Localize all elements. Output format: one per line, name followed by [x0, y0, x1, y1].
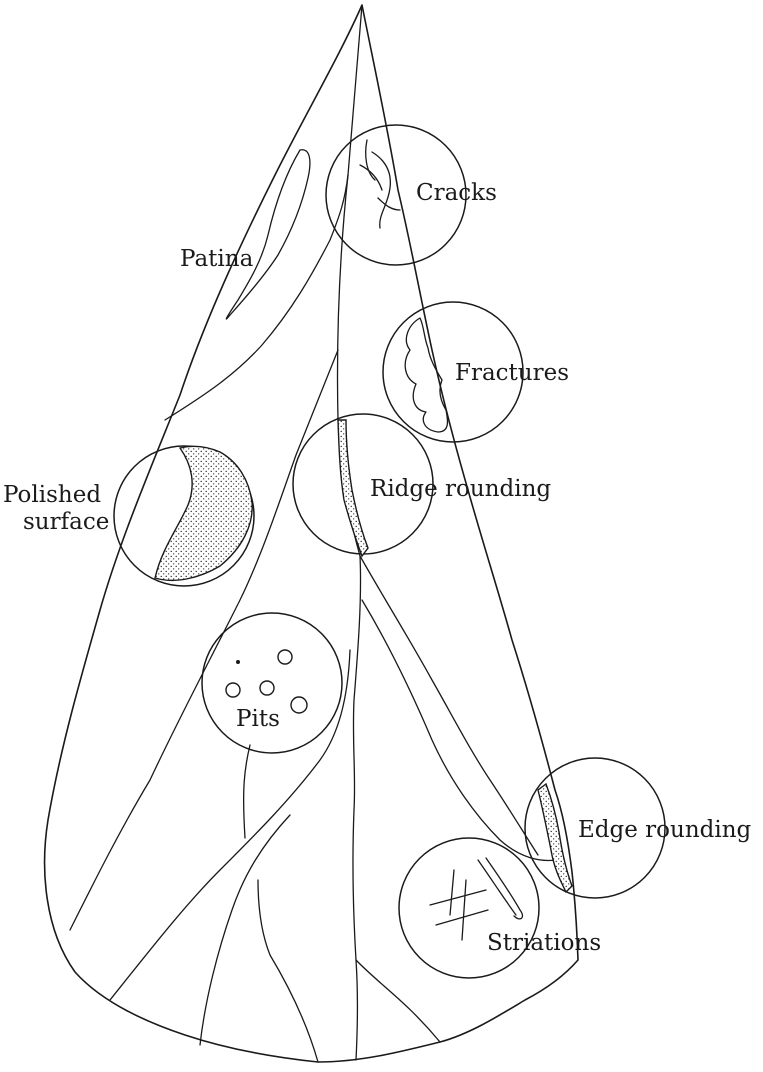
- striation-5: [478, 860, 516, 915]
- label-ridge-rounding: Ridge rounding: [370, 476, 551, 502]
- striation-6: [486, 858, 522, 919]
- flake-scar-bottom-1: [200, 815, 290, 1045]
- flake-scar-bottom-2: [258, 880, 318, 1062]
- striation-4: [462, 880, 466, 940]
- pit-4: [291, 697, 307, 713]
- label-cracks: Cracks: [416, 180, 497, 206]
- flake-scar-bottom-3: [244, 745, 250, 838]
- flake-scar-right-1: [360, 556, 538, 855]
- flake-scar-right-bottom: [356, 960, 440, 1042]
- striations-lens: [399, 838, 539, 978]
- label-striations: Striations: [487, 930, 601, 956]
- pit-3: [260, 681, 274, 695]
- fracture-notches: [405, 318, 447, 432]
- striation-1: [430, 890, 486, 905]
- crack-line-3: [360, 165, 382, 190]
- label-edge-rounding: Edge rounding: [578, 817, 752, 843]
- pit-1: [278, 650, 292, 664]
- label-polished-surface-line2: surface: [23, 509, 109, 535]
- striation-3: [450, 870, 454, 915]
- pit-5: [236, 660, 240, 664]
- crack-line-4: [378, 198, 400, 210]
- label-pits: Pits: [236, 706, 280, 732]
- striation-2: [436, 910, 488, 925]
- pit-2: [226, 683, 240, 697]
- crack-line-1: [366, 140, 375, 180]
- label-polished-surface-line1: Polished: [3, 482, 101, 508]
- label-patina: Patina: [180, 246, 254, 272]
- label-fractures: Fractures: [455, 360, 569, 386]
- flake-scar-left-lower: [110, 650, 350, 1000]
- tool-outline: [45, 5, 578, 1062]
- flake-scar-left-mid: [70, 350, 338, 930]
- flake-scar-right-2: [362, 600, 556, 860]
- patina-area: [226, 150, 310, 319]
- crack-line-2: [372, 152, 390, 228]
- ridge-rounding-band: [338, 420, 368, 556]
